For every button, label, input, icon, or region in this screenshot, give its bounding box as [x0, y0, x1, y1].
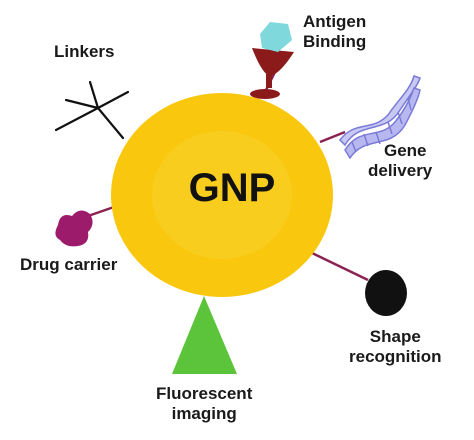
gnp-label: GNP — [188, 166, 276, 210]
antigen-goblet-icon — [250, 22, 294, 99]
shape-label-line2: recognition — [349, 347, 442, 366]
linkers-icon — [54, 80, 130, 140]
fluorescent-label-line1: Fluorescent — [156, 384, 253, 403]
fluorescent-triangle-icon — [172, 296, 237, 374]
connector-shape — [311, 251, 369, 282]
dna-helix-icon — [339, 75, 421, 160]
shape-label-line1: Shape — [369, 327, 421, 346]
antigen-label-line1: Antigen — [303, 12, 367, 31]
connector-drug — [87, 205, 115, 218]
gnp-circle — [111, 93, 333, 297]
antigen-label: Antigen Binding — [303, 12, 366, 52]
connector-gene — [319, 130, 346, 144]
shape-recognition-icon — [365, 270, 407, 316]
drug-carrier-label: Drug carrier — [20, 255, 118, 274]
fluorescent-label: Fluorescent imaging — [156, 384, 252, 424]
drug-carrier-icon — [55, 210, 93, 247]
shape-label: Shape recognition — [349, 327, 442, 367]
linkers-label: Linkers — [54, 42, 115, 61]
gene-label: Gene delivery — [368, 141, 432, 181]
gene-label-line2: delivery — [368, 161, 433, 180]
fluorescent-label-line2: imaging — [171, 404, 237, 423]
antigen-label-line2: Binding — [303, 32, 367, 51]
gene-label-line1: Gene — [384, 141, 427, 160]
